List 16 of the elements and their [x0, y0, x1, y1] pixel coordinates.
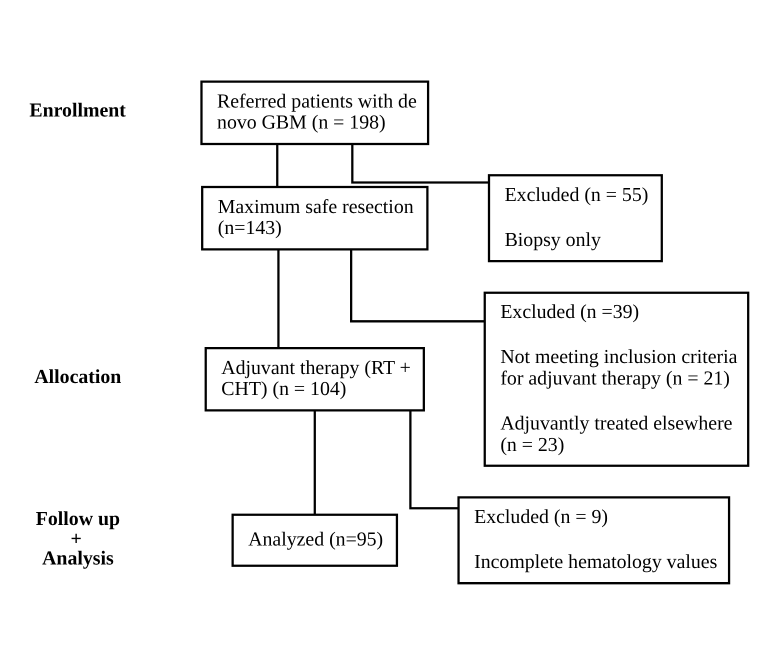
node-box: Analyzed (n=95): [232, 513, 398, 566]
connector: [314, 410, 316, 514]
node-box: Excluded (n =39) Not meeting inclusion criteria for adjuvant therapy (n = 21) Adjuvantly treated elsewhere (n = 23): [484, 291, 750, 466]
connector: [350, 249, 485, 322]
node-box: Excluded (n = 55) Biopsy only: [488, 174, 663, 262]
node-box: Maximum safe resection (n=143): [201, 185, 429, 250]
node-box: Adjuvant therapy (RT + CHT) (n = 104): [204, 346, 425, 412]
connector: [277, 249, 280, 348]
label: Follow up + Analysis: [36, 507, 120, 570]
node-box: Excluded (n = 9) Incomplete hematology values: [457, 496, 730, 584]
label: Allocation: [34, 366, 122, 388]
node-box: Referred patients with de novo GBM (n = 198): [200, 80, 430, 145]
label: Enrollment: [29, 99, 126, 122]
connector: [276, 144, 278, 186]
connector: [351, 144, 489, 184]
connector: [409, 410, 458, 509]
